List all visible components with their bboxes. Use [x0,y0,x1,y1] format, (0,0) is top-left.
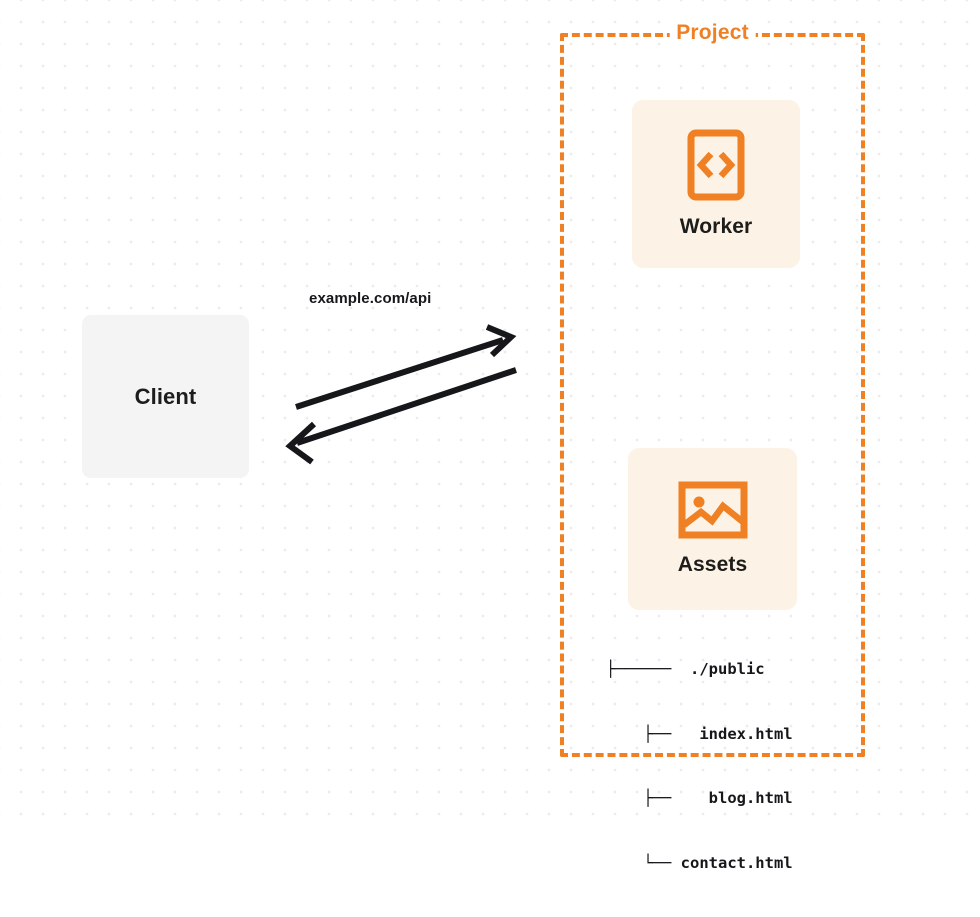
node-assets-label: Assets [677,553,748,576]
node-client-label: Client [134,383,197,409]
response-arrow [285,367,517,465]
file-tree-row: └── contact.html [606,853,793,872]
project-title: Project [669,21,756,45]
file-tree-row: ├── index.html [606,724,793,743]
request-arrow [295,324,517,410]
code-brackets-icon [687,129,745,201]
image-icon [678,481,748,539]
diagram-canvas: Client example.com/api Project [0,0,980,872]
assets-file-tree: ├────── ./public ├── index.html ├── blog… [606,616,793,917]
node-assets[interactable]: Assets [628,448,797,610]
group-project: Project Worker Assets [560,21,865,872]
connection-label: example.com/api [309,290,432,307]
node-client[interactable]: Client [82,315,249,478]
file-tree-row: ├────── ./public [606,660,765,678]
node-worker-label: Worker [679,215,753,238]
file-tree-row: ├── blog.html [606,789,793,807]
node-worker[interactable]: Worker [632,100,800,268]
